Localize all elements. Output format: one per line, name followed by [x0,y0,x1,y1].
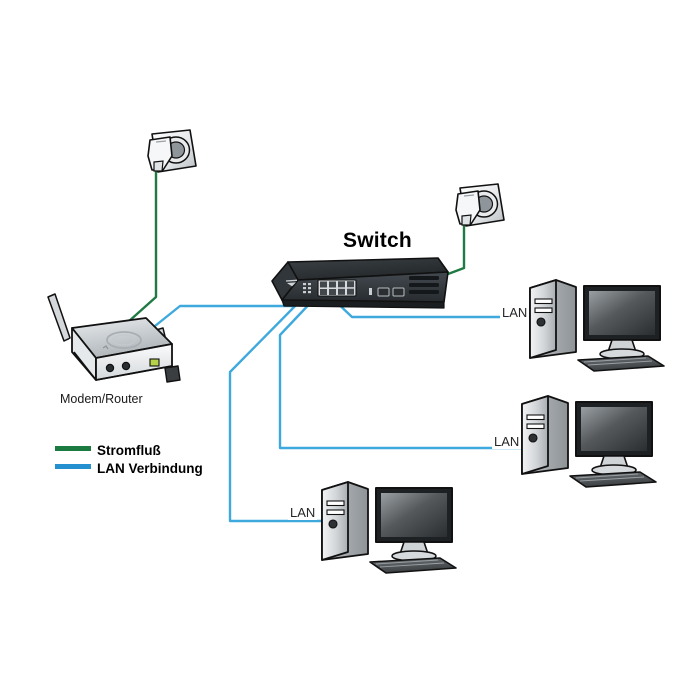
power-outlet-icon-left [147,129,197,173]
switch-sfp-ports [369,287,405,297]
legend-swatch-power [55,446,91,451]
switch-vents [409,276,439,294]
power-outlet-icon-right [455,183,505,227]
switch-led-indicators [303,283,311,294]
desktop-computer-icon-3 [321,481,457,574]
lan-cable-switch-pc3 [228,296,332,523]
desktop-computer-icon-2 [521,395,657,488]
legend-swatches [55,446,91,469]
legend-swatch-lan [55,464,91,469]
lan-cable-switch-pc2 [278,295,534,450]
lan-cable-router-switch [148,304,295,332]
network-switch-icon [271,257,449,309]
power-cable-outlet-router [126,168,158,324]
desktop-computer-icon-1 [529,279,665,372]
switch-rj45-ports [317,279,357,297]
wireless-router-icon [47,293,181,383]
